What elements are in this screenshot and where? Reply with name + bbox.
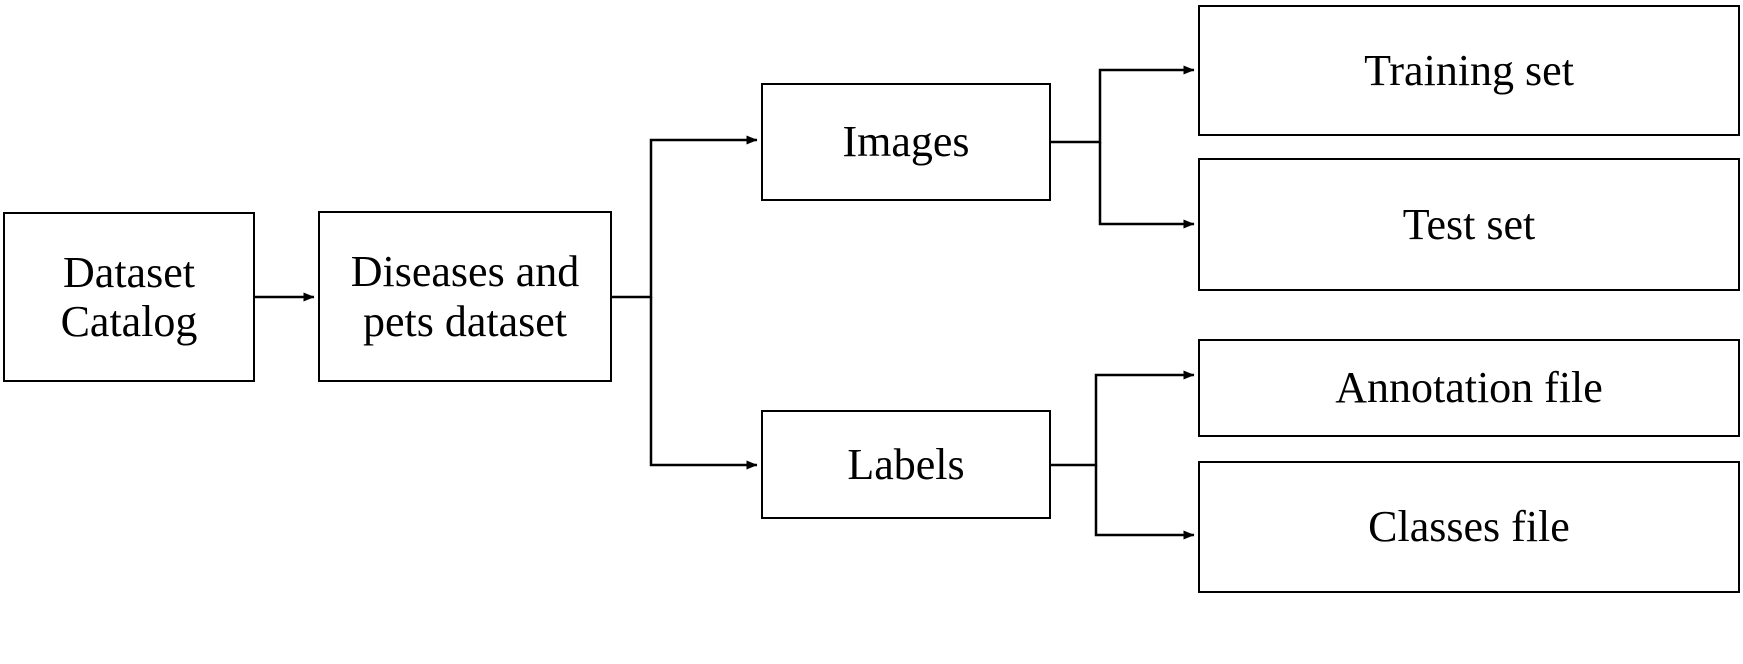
node-test-set-label: Test set bbox=[1402, 199, 1536, 249]
edge-labels-to-annotation-file bbox=[1051, 370, 1195, 467]
node-images[interactable]: Images bbox=[761, 83, 1051, 201]
edge-images-to-test-set bbox=[1098, 142, 1195, 229]
node-annotation-file-label: Annotation file bbox=[1335, 363, 1603, 413]
node-dataset-catalog-label: Dataset Catalog bbox=[60, 247, 198, 346]
node-classes-file-label: Classes file bbox=[1368, 502, 1570, 552]
node-labels[interactable]: Labels bbox=[761, 410, 1051, 519]
edge-diseases-to-images bbox=[612, 135, 758, 299]
node-diseases-and-pets-dataset-label: Diseases and pets dataset bbox=[350, 247, 580, 346]
edge-labels-to-classes-file bbox=[1094, 465, 1195, 540]
edge-diseases-to-labels bbox=[649, 297, 758, 470]
node-training-set-label: Training set bbox=[1364, 45, 1574, 95]
node-classes-file[interactable]: Classes file bbox=[1198, 461, 1740, 593]
node-annotation-file[interactable]: Annotation file bbox=[1198, 339, 1740, 437]
node-training-set[interactable]: Training set bbox=[1198, 5, 1740, 136]
node-test-set[interactable]: Test set bbox=[1198, 158, 1740, 291]
node-diseases-and-pets-dataset[interactable]: Diseases and pets dataset bbox=[318, 211, 612, 382]
node-labels-label: Labels bbox=[847, 439, 965, 489]
edge-images-to-training-set bbox=[1051, 65, 1195, 144]
node-images-label: Images bbox=[842, 117, 970, 167]
node-dataset-catalog[interactable]: Dataset Catalog bbox=[3, 212, 255, 382]
